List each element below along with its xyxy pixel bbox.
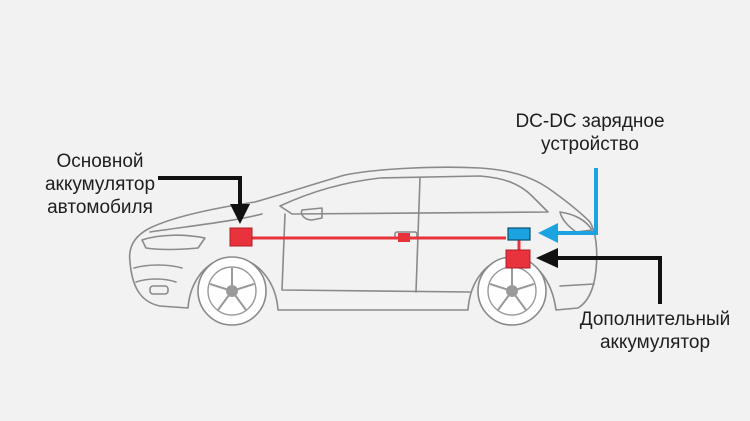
rear-bumper — [559, 283, 595, 287]
fog-light — [149, 285, 169, 295]
aux-battery-label: Дополнительный аккумулятор — [565, 308, 745, 354]
door-line — [281, 213, 471, 293]
aux-battery — [505, 249, 531, 269]
aux-battery-label-line-2: аккумулятор — [599, 332, 711, 353]
arrow-main-battery — [158, 176, 250, 224]
hood-line — [149, 213, 263, 233]
main-battery-label-line-1: Основной — [56, 151, 144, 172]
grille — [135, 278, 177, 283]
dcdc-charger-label-line-2: устройство — [541, 134, 639, 155]
dcdc-charger-label-line-1: DC-DC зарядное — [515, 111, 665, 132]
wiring — [246, 236, 521, 252]
front-wheel — [197, 256, 267, 326]
main-battery-label-line-2: аккумулятор — [44, 174, 156, 195]
aux-battery-label-line-1: Дополнительный — [579, 309, 731, 330]
arrow-aux-battery — [536, 248, 662, 304]
window-frame — [279, 175, 549, 215]
side-mirror — [300, 207, 323, 221]
main-battery-label-line-3: автомобиля — [47, 197, 153, 218]
main-battery — [229, 227, 253, 247]
headlight — [141, 234, 206, 251]
tail-light — [559, 211, 593, 233]
arrow-dcdc-charger — [538, 168, 598, 243]
wire-connector — [398, 233, 410, 242]
dcdc-charger-label: DC-DC зарядное устройство — [490, 110, 690, 156]
dcdc-charger — [507, 227, 531, 241]
rear-wheel — [477, 256, 547, 326]
b-pillar — [415, 177, 421, 293]
front-bumper — [133, 264, 183, 269]
main-battery-label: Основной аккумулятор автомобиля — [20, 150, 180, 219]
